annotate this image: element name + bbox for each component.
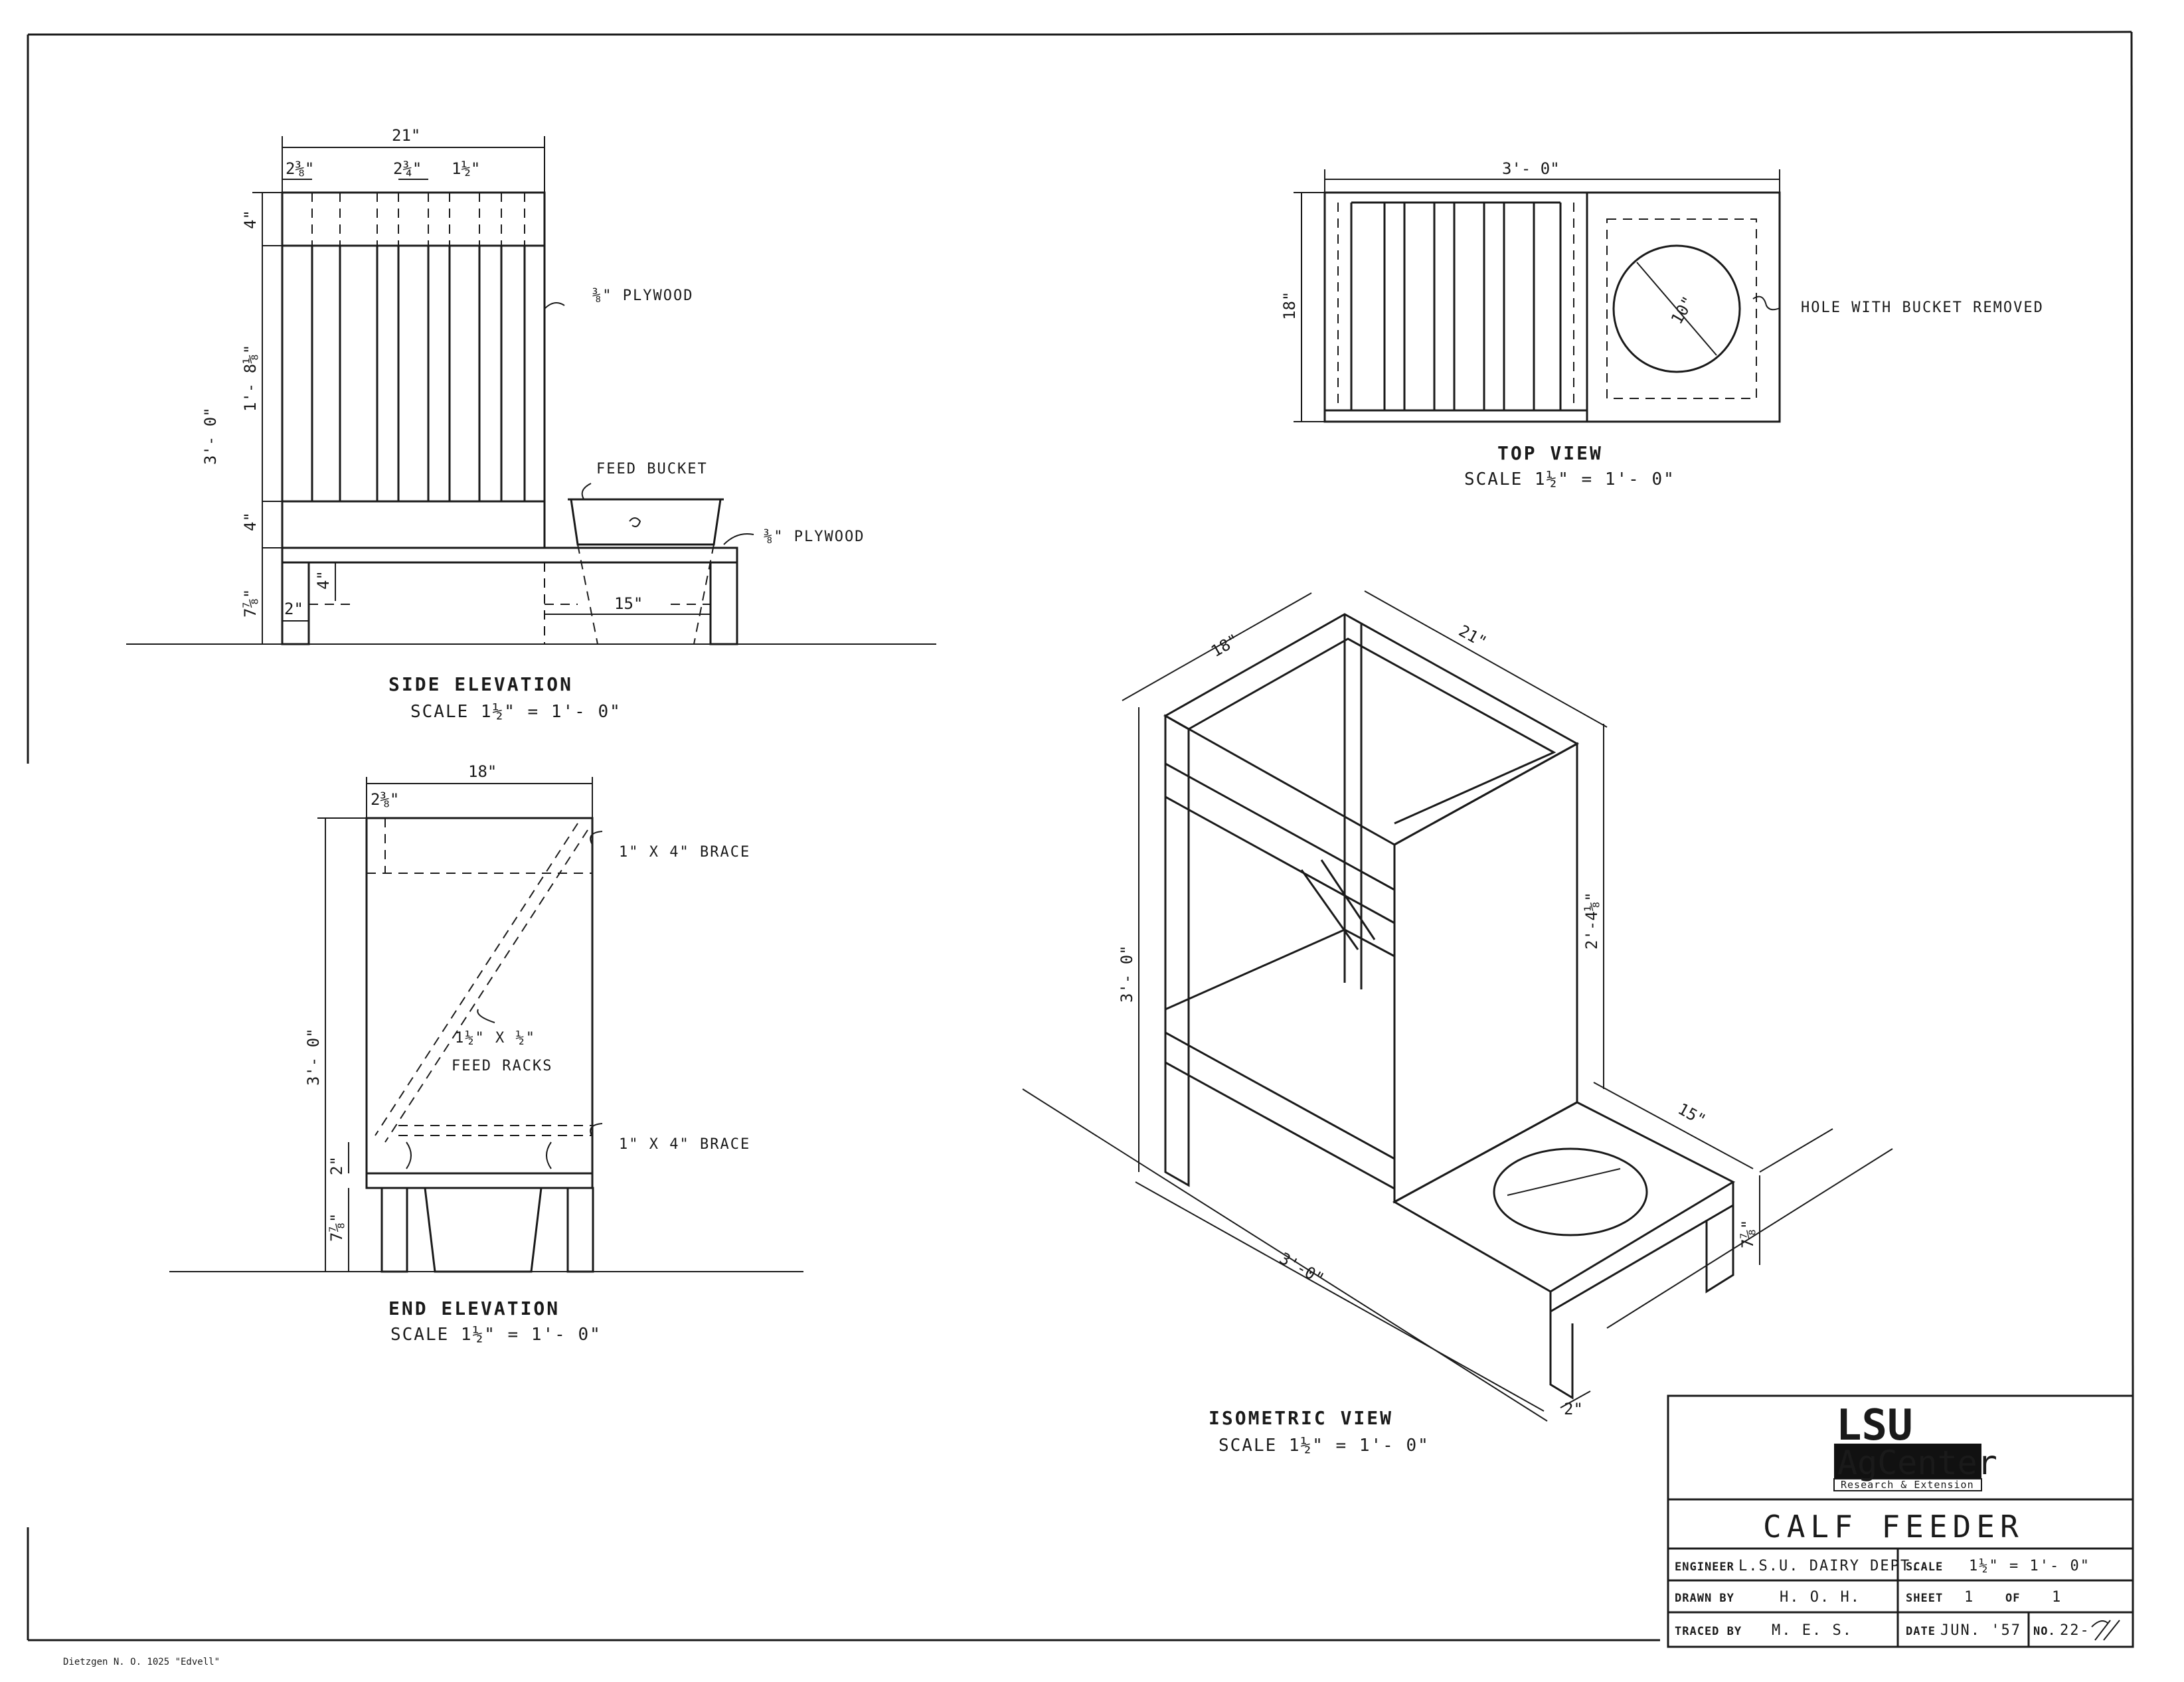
side-elevation: 21" 2⅜" 2¾" 1½" 3'- 0" 4" 1'- 8⅛" 4" 7⅞"… bbox=[126, 126, 936, 722]
iso-bucket-hole bbox=[1493, 1147, 1648, 1236]
logo-lsu: LSU bbox=[1836, 1401, 1913, 1450]
top-label-hole-note: HOLE WITH BUCKET REMOVED bbox=[1801, 299, 2044, 316]
end-label-racks-size: 1½" X ½" bbox=[455, 1030, 536, 1047]
drawing-no-label: NO. bbox=[2033, 1625, 2056, 1638]
date-value: JUN. '57 bbox=[1940, 1622, 2021, 1639]
side-dim-leg-width: 2" bbox=[284, 600, 303, 618]
end-label-racks: FEED RACKS bbox=[452, 1058, 552, 1074]
side-dim-gap: 1½" bbox=[452, 159, 480, 178]
side-dim-leg-inner: 4" bbox=[314, 570, 333, 590]
side-dim-lower-band: 4" bbox=[241, 512, 260, 531]
end-feed-bucket bbox=[424, 1187, 543, 1273]
traced-by-value: M. E. S. bbox=[1772, 1622, 1853, 1639]
side-dim-width: 21" bbox=[392, 126, 420, 145]
end-dim-leg-height: 7⅞" bbox=[327, 1213, 346, 1242]
side-dim-upper-height: 1'- 8⅛" bbox=[241, 345, 260, 412]
lsu-agcenter-logo: LSU AgCenter Research & Extension bbox=[1833, 1401, 1997, 1491]
end-dim-lower: 2" bbox=[327, 1156, 346, 1175]
drawn-by-label: DRAWN BY bbox=[1675, 1592, 1734, 1605]
engineer-label: ENGINEER bbox=[1675, 1560, 1734, 1574]
top-dim-hole: 10" bbox=[1667, 293, 1698, 327]
sheet-border bbox=[27, 31, 2134, 1641]
scale-value: 1½" = 1'- 0" bbox=[1969, 1558, 2090, 1574]
side-elevation-scale: SCALE 1½" = 1'- 0" bbox=[410, 702, 622, 722]
maker-mark: Dietzgen N. O. 1025 "Edvell" bbox=[63, 1657, 220, 1667]
top-view-bucket-hole bbox=[1612, 244, 1741, 373]
top-view: 10" 3'- 0" 18" HOLE WITH BUCKET REMOVED … bbox=[1280, 159, 2044, 489]
iso-rack-box bbox=[1393, 742, 1578, 1204]
end-label-brace-top: 1" X 4" BRACE bbox=[619, 844, 750, 861]
end-dim-top: 2⅜" bbox=[371, 790, 399, 809]
iso-dim-width: 21" bbox=[1456, 622, 1489, 652]
side-label-plywood-lower: ⅜" PLYWOOD bbox=[764, 529, 865, 545]
iso-ground-line-left bbox=[1022, 1088, 1548, 1422]
iso-left-post bbox=[1164, 714, 1190, 1187]
iso-dim-rack-height: 2'-4⅛" bbox=[1582, 892, 1601, 950]
top-view-scale: SCALE 1½" = 1'- 0" bbox=[1464, 469, 1675, 489]
drawing-no-scribble bbox=[2091, 1620, 2120, 1641]
end-label-brace-bottom: 1" X 4" BRACE bbox=[619, 1136, 750, 1153]
side-dim-bucket-span: 15" bbox=[614, 594, 643, 613]
drawn-by-value: H. O. H. bbox=[1780, 1589, 1861, 1606]
top-dim-length: 3'- 0" bbox=[1502, 159, 1560, 178]
iso-dim-height: 3'- 0" bbox=[1118, 945, 1136, 1003]
sheet-label: SHEET bbox=[1906, 1592, 1943, 1605]
of-value: 1 bbox=[2052, 1589, 2062, 1606]
scale-label: SCALE bbox=[1906, 1560, 1943, 1574]
end-dim-width: 18" bbox=[468, 762, 497, 781]
top-dim-depth: 18" bbox=[1280, 292, 1299, 320]
side-elevation-title: SIDE ELEVATION bbox=[388, 673, 573, 695]
iso-dim-leg-width: 2" bbox=[1564, 1400, 1583, 1418]
iso-dim-length: 3'-0" bbox=[1276, 1249, 1327, 1289]
sheet-value: 1 bbox=[1964, 1589, 1974, 1606]
traced-by-label: TRACED BY bbox=[1675, 1625, 1742, 1638]
isometric-view: 18" 21" 2'-4⅛" 3'- 0" 3'-0" 15" 7⅞" 2" I… bbox=[1022, 590, 1893, 1456]
isometric-view-scale: SCALE 1½" = 1'- 0" bbox=[1218, 1436, 1430, 1456]
side-dim-total-height: 3'- 0" bbox=[201, 407, 220, 465]
side-dim-top-band: 4" bbox=[241, 210, 260, 229]
isometric-view-title: ISOMETRIC VIEW bbox=[1209, 1407, 1393, 1429]
of-label: OF bbox=[2005, 1592, 2020, 1605]
logo-agcenter: AgCenter bbox=[1837, 1444, 1997, 1482]
side-label-feed-bucket: FEED BUCKET bbox=[596, 461, 708, 477]
end-elevation-title: END ELEVATION bbox=[388, 1298, 560, 1319]
side-dim-left-slat: 2⅜" bbox=[286, 159, 314, 178]
end-dim-total-height: 3'- 0" bbox=[304, 1028, 323, 1086]
side-label-plywood-upper: ⅜" PLYWOOD bbox=[592, 288, 693, 304]
logo-research-extension: Research & Extension bbox=[1841, 1479, 1974, 1491]
end-elevation: 18" 2⅜" 3'- 0" 2" 7⅞" 1" X 4" BRACE 1½" … bbox=[169, 762, 803, 1345]
side-feed-bucket bbox=[570, 498, 722, 546]
top-view-outline bbox=[1323, 191, 1781, 423]
drawing-no-value: 22- bbox=[2060, 1622, 2090, 1639]
engineer-value: L.S.U. DAIRY DEPT. bbox=[1738, 1558, 1920, 1574]
date-label: DATE bbox=[1906, 1625, 1936, 1638]
side-dim-mid-slat: 2¾" bbox=[393, 159, 422, 178]
side-dim-leg-height: 7⅞" bbox=[241, 589, 260, 618]
title-block: LSU AgCenter Research & Extension CALF F… bbox=[1667, 1394, 2134, 1648]
end-elevation-scale: SCALE 1½" = 1'- 0" bbox=[390, 1325, 602, 1345]
top-view-title: TOP VIEW bbox=[1497, 442, 1603, 464]
iso-dim-shelf: 15" bbox=[1675, 1100, 1709, 1130]
drawing-title: CALF FEEDER bbox=[1763, 1509, 2024, 1545]
side-base-platform bbox=[281, 547, 738, 564]
iso-dim-leg-height: 7⅞" bbox=[1738, 1220, 1757, 1248]
